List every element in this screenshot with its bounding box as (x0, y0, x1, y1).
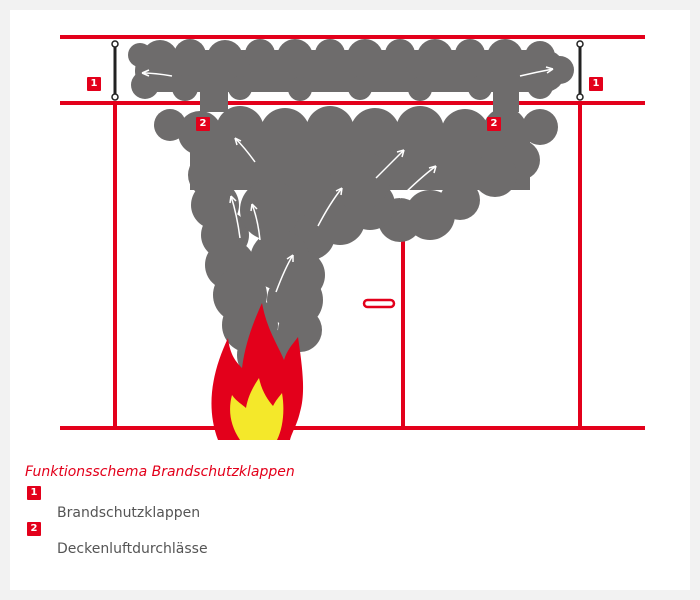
flow-arrow (519, 68, 554, 77)
arrow-head (428, 165, 437, 174)
flow-arrow (234, 137, 256, 163)
arrow-head (229, 195, 237, 204)
fire-damper-left (111, 40, 119, 101)
diagram-card (10, 10, 690, 590)
flow-arrow (251, 203, 261, 241)
flow-arrow (141, 72, 173, 77)
legend-number-2: 2 (27, 522, 41, 536)
outlet-marker-right: 2 (487, 117, 501, 131)
airflow-arrows (141, 66, 554, 293)
arrow-head (545, 66, 554, 74)
legend-number-1: 1 (27, 486, 41, 500)
damper-marker-right: 1 (589, 77, 603, 91)
fire-flame-icon (211, 303, 304, 440)
arrow-head (234, 137, 242, 146)
arrow-head (141, 69, 150, 77)
legend-label-2: Deckenluftdurchlässe (57, 541, 208, 557)
legend-label-1: Brandschutzklappen (57, 505, 201, 521)
arrow-head (250, 203, 258, 212)
smoke-cloud (128, 39, 574, 405)
arrow-head (335, 187, 343, 196)
fire-damper-right (576, 40, 584, 101)
diagram-caption: Funktionsschema Brandschutzklappen (25, 464, 295, 480)
flow-arrow (275, 254, 294, 293)
outlet-marker-left: 2 (196, 117, 210, 131)
flow-arrow (375, 149, 405, 179)
damper-marker-left: 1 (87, 77, 101, 91)
door-handle (362, 298, 396, 309)
building-frame (60, 35, 645, 430)
arrow-head (286, 254, 294, 262)
flow-arrow (317, 187, 343, 227)
flow-arrow (230, 195, 241, 239)
flow-arrow (399, 165, 437, 199)
arrow-head (396, 149, 405, 158)
